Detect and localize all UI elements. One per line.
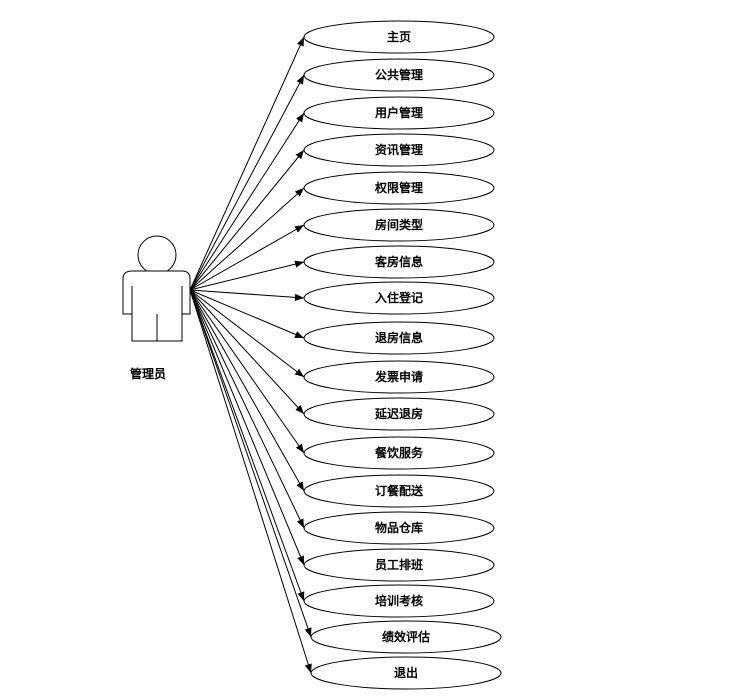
use-case: 延迟退房 xyxy=(303,397,495,431)
use-case-label: 员工排班 xyxy=(375,557,423,572)
association-line xyxy=(189,289,312,674)
use-case-label: 权限管理 xyxy=(374,180,423,195)
use-case-label: 延迟退房 xyxy=(374,406,423,421)
association-line xyxy=(189,260,305,291)
use-case: 订餐配送 xyxy=(303,474,495,508)
use-case-ellipse xyxy=(303,245,495,279)
use-case: 权限管理 xyxy=(303,171,495,205)
use-case-list: 主页公共管理用户管理资讯管理权限管理房间类型客房信息入住登记退房信息发票申请延迟… xyxy=(303,20,502,690)
use-case-label: 退房信息 xyxy=(375,330,423,345)
use-case-label: 绩效评估 xyxy=(382,629,430,644)
use-case-label: 培训考核 xyxy=(375,593,423,608)
use-case: 退房信息 xyxy=(303,321,495,355)
use-case-ellipse xyxy=(303,321,495,355)
use-case: 退出 xyxy=(310,656,502,690)
use-case-ellipse xyxy=(303,360,495,394)
association-line xyxy=(189,289,305,602)
use-case: 餐饮服务 xyxy=(303,436,495,470)
association-line xyxy=(189,149,305,291)
association-line xyxy=(189,289,305,566)
association-line xyxy=(189,74,305,291)
use-case-label: 发票申请 xyxy=(374,369,423,384)
association-line xyxy=(189,289,312,638)
use-case-ellipse xyxy=(303,208,495,242)
association-line xyxy=(189,289,305,529)
use-case: 绩效评估 xyxy=(310,620,502,654)
association-line xyxy=(189,289,305,492)
use-case: 主页 xyxy=(303,20,495,54)
use-case-ellipse xyxy=(303,584,495,618)
use-case-ellipse xyxy=(303,281,495,315)
use-case-label: 主页 xyxy=(387,29,411,44)
association-line xyxy=(189,289,305,415)
use-case-ellipse xyxy=(303,133,495,167)
actor-figure: 管理员 xyxy=(122,235,191,381)
use-case-ellipse xyxy=(303,436,495,470)
use-case-label: 公共管理 xyxy=(375,67,423,82)
use-case: 物品仓库 xyxy=(303,511,495,545)
actor-label: 管理员 xyxy=(130,366,166,381)
use-case-label: 资讯管理 xyxy=(375,142,423,157)
association-line xyxy=(189,187,305,291)
association-line xyxy=(189,289,305,301)
use-case-ellipse xyxy=(303,20,495,54)
use-case-label: 房间类型 xyxy=(375,217,423,232)
use-case-label: 餐饮服务 xyxy=(375,445,424,460)
use-case: 客房信息 xyxy=(303,245,495,279)
use-case-label: 订餐配送 xyxy=(375,483,424,498)
use-case: 员工排班 xyxy=(303,548,495,582)
use-case: 房间类型 xyxy=(303,208,495,242)
use-case-label: 物品仓库 xyxy=(375,520,423,535)
use-case-ellipse xyxy=(303,474,495,508)
use-case: 公共管理 xyxy=(303,58,495,92)
use-case-ellipse xyxy=(303,548,495,582)
use-case-ellipse xyxy=(303,171,495,205)
use-case-ellipse xyxy=(303,397,495,431)
use-case-ellipse xyxy=(310,620,502,654)
use-case-label: 入住登记 xyxy=(375,290,423,305)
association-lines xyxy=(189,36,312,674)
association-line xyxy=(189,289,305,339)
actor-head xyxy=(137,235,177,275)
use-case-ellipse xyxy=(303,58,495,92)
association-line xyxy=(189,289,305,378)
association-line xyxy=(189,36,305,291)
use-case-ellipse xyxy=(310,656,502,690)
use-case-label: 退出 xyxy=(394,665,418,680)
use-case: 资讯管理 xyxy=(303,133,495,167)
association-line xyxy=(189,224,305,291)
use-case-label: 用户管理 xyxy=(374,105,423,120)
use-case-label: 客房信息 xyxy=(374,254,423,269)
use-case-ellipse xyxy=(303,511,495,545)
association-line xyxy=(189,112,305,291)
actor-body xyxy=(122,270,191,342)
use-case-ellipse xyxy=(303,96,495,130)
use-case: 发票申请 xyxy=(303,360,495,394)
use-case: 用户管理 xyxy=(303,96,495,130)
association-line xyxy=(189,289,305,454)
use-case: 入住登记 xyxy=(303,281,495,315)
use-case: 培训考核 xyxy=(303,584,495,618)
